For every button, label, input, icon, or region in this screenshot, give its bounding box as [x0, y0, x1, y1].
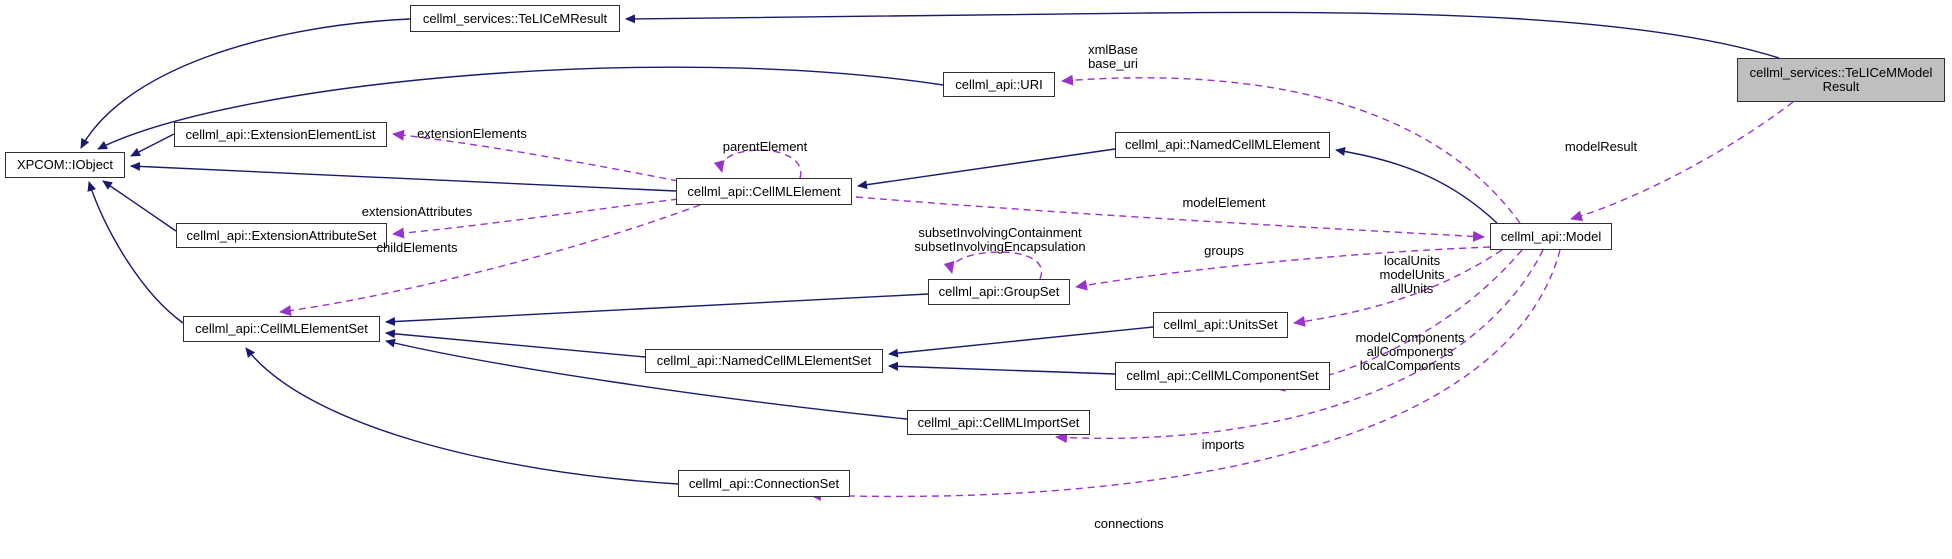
edge-label-child-elements: childElements [376, 240, 458, 255]
edge-label-extension-attributes: extensionAttributes [361, 204, 473, 219]
node-cellml-import-set[interactable]: cellml_api::CellMLImportSet [907, 410, 1090, 435]
node-named-cellml-element-set[interactable]: cellml_api::NamedCellMLElementSet [645, 349, 883, 373]
edge-connectionset-to-cellmlelementset [245, 347, 679, 485]
edge-label-units: localUnits modelUnits allUnits [1379, 253, 1445, 296]
node-extension-attribute-set[interactable]: cellml_api::ExtensionAttributeSet [176, 223, 387, 248]
edge-childelements [279, 204, 701, 316]
node-model[interactable]: cellml_api::Model [1490, 223, 1612, 250]
node-xpcom-iobject[interactable]: XPCOM::IObject [5, 152, 125, 178]
edge-cellmlelement-to-iobject [130, 161, 677, 192]
node-cellml-element[interactable]: cellml_api::CellMLElement [676, 178, 852, 205]
edge-extensionattributes [392, 198, 679, 239]
edge-parentelement-loop [713, 149, 802, 179]
edge-label-xmlbase-baseuri: xmlBase base_uri [1088, 42, 1138, 71]
edge-uri-to-iobject [97, 66, 944, 150]
edge-label-model-result: modelResult [1564, 139, 1638, 154]
edge-extensionelementlist-to-iobject [130, 133, 175, 157]
node-telicem-model-result-current: cellml_services::TeLICeMModel Result [1737, 58, 1945, 102]
edge-modelelement [855, 196, 1485, 242]
edge-label-model-element: modelElement [1182, 195, 1266, 210]
edge-label-connections: connections [1094, 516, 1164, 531]
node-named-cellml-element[interactable]: cellml_api::NamedCellMLElement [1115, 132, 1330, 158]
edge-label-subset-involving: subsetInvolvingContainment subsetInvolvi… [914, 225, 1086, 254]
edge-extensionattributeset-to-iobject [102, 180, 177, 232]
node-telicem-result[interactable]: cellml_services::TeLICeMResult [410, 5, 620, 32]
edge-label-components: modelComponents allComponents localCompo… [1355, 330, 1465, 373]
edge-imports [1055, 249, 1544, 444]
edge-connections [809, 249, 1561, 501]
node-uri[interactable]: cellml_api::URI [943, 72, 1055, 97]
edge-xmlbase [1061, 74, 1521, 224]
edge-label-parent-element: parentElement [722, 139, 808, 154]
edge-namedcellmlelement-to-cellmlelement [857, 148, 1116, 190]
edge-cellmlelementset-to-iobject [87, 181, 184, 324]
edge-subset-loop [943, 251, 1043, 280]
edge-label-extension-elements: extensionElements [417, 126, 527, 141]
edge-groupset-to-cellmlelementset [385, 293, 929, 327]
edge-model-to-namedcellmlelement [1335, 146, 1498, 224]
edge-telicemmodelresult-to-telicemresult [625, 11, 1780, 59]
edge-namedcellmlelementset-to-cellmlelementset [385, 329, 646, 358]
edge-cellmlcomponentset-to-namedcellmlelementset [888, 361, 1116, 375]
edge-groups [1075, 246, 1491, 291]
node-connection-set[interactable]: cellml_api::ConnectionSet [678, 470, 850, 497]
node-cellml-component-set[interactable]: cellml_api::CellMLComponentSet [1115, 362, 1330, 390]
edge-cellmlimportset-to-cellmlelementset [385, 338, 908, 420]
node-group-set[interactable]: cellml_api::GroupSet [928, 279, 1070, 305]
node-cellml-element-set[interactable]: cellml_api::CellMLElementSet [183, 316, 380, 342]
edge-telicemresult-to-iobject [80, 18, 411, 149]
edge-localunits [1293, 249, 1503, 327]
node-extension-element-list[interactable]: cellml_api::ExtensionElementList [174, 122, 387, 147]
edge-label-imports: imports [1201, 437, 1245, 452]
node-units-set[interactable]: cellml_api::UnitsSet [1153, 312, 1288, 338]
edge-unitsset-to-namedcellmlelementset [888, 326, 1154, 358]
edge-label-groups: groups [1204, 243, 1244, 258]
edge-modelresult [1570, 101, 1794, 222]
edge-extensionelements [392, 129, 679, 182]
